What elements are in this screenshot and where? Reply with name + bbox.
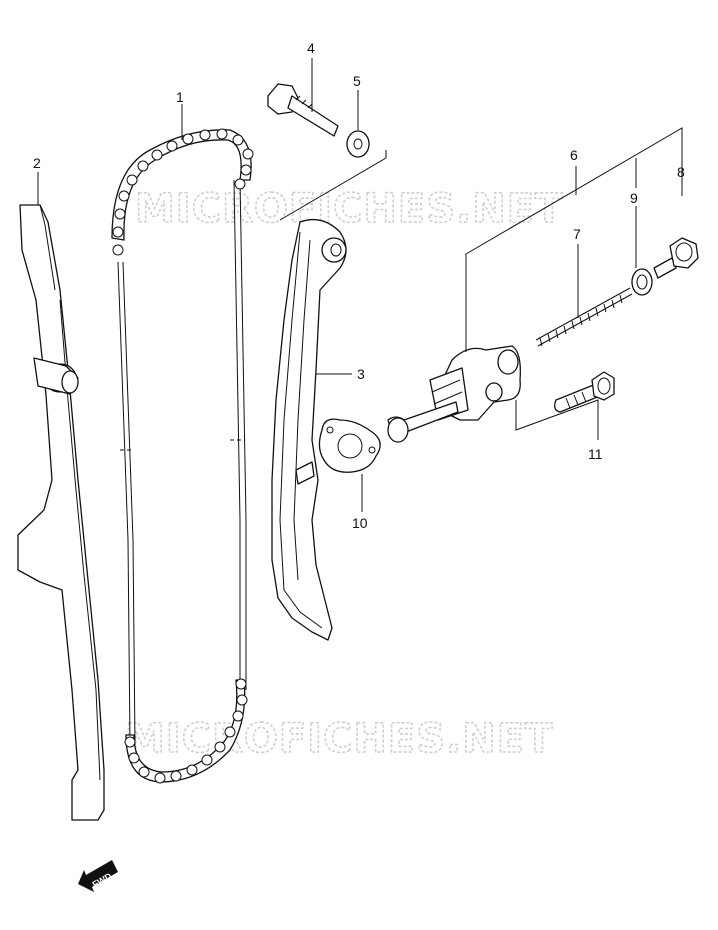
- callout-3: 3: [357, 366, 365, 382]
- part-2-chain-guide[interactable]: [17, 204, 105, 821]
- forward-arrow-icon: FWD: [78, 860, 118, 892]
- leader-lines: [37, 58, 683, 512]
- watermark-top: MICROFICHES.NET: [135, 186, 563, 232]
- part-8-plug-bolt[interactable]: [653, 237, 699, 279]
- part-3-tensioner-arm[interactable]: [271, 218, 347, 641]
- callout-11: 11: [588, 446, 603, 462]
- part-4-bolt[interactable]: [267, 83, 339, 137]
- callout-9: 9: [630, 190, 638, 206]
- part-11-bolt[interactable]: [554, 371, 615, 413]
- part-5-washer[interactable]: [346, 130, 370, 158]
- callout-7: 7: [573, 226, 581, 242]
- part-6-chain-tensioner[interactable]: [387, 345, 521, 443]
- callout-1: 1: [176, 89, 184, 105]
- part-7-spring[interactable]: [535, 287, 633, 347]
- part-1-cam-chain[interactable]: [111, 128, 254, 784]
- part-9-o-ring[interactable]: [631, 268, 653, 296]
- callout-6: 6: [570, 147, 578, 163]
- callout-10: 10: [352, 515, 368, 531]
- callout-4: 4: [307, 40, 315, 56]
- callout-8: 8: [677, 164, 685, 180]
- callout-2: 2: [33, 155, 41, 171]
- callouts: 1 2 3 4 5 6 7 8 9 10 11: [33, 40, 685, 531]
- watermark-bottom: MICROFICHES.NET: [125, 716, 553, 762]
- chain-links-bottom: [124, 678, 248, 784]
- chain-links-top: [111, 128, 254, 256]
- part-10-gasket[interactable]: [318, 418, 381, 473]
- callout-5: 5: [353, 73, 361, 89]
